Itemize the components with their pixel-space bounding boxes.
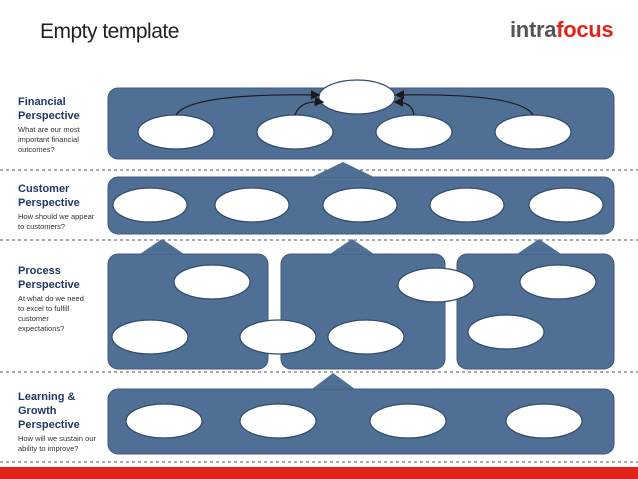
process-bubble-center-bottom-left[interactable] [239,319,317,355]
customer-bubble-5[interactable] [528,187,604,223]
process-perspective-label: Process Perspective At what do we need t… [18,264,90,334]
arrow-up-process-middle [330,239,374,254]
financial-perspective-label: Financial Perspective What are our most … [18,95,98,155]
intrafocus-logo: intrafocus [510,17,614,43]
process-perspective-question: At what do we need to excel to fulfill c… [18,294,84,333]
process-bubble-middle-top[interactable] [397,267,475,303]
page-title: Empty template [40,20,179,43]
customer-bubble-3[interactable] [322,187,398,223]
customer-perspective-question: How should we appear to customers? [18,212,95,231]
arrow-financial-3-to-top [393,97,415,116]
learning-growth-perspective-label: Learning & Growth Perspective How will w… [18,390,104,454]
process-bubble-left-top[interactable] [173,264,251,300]
financial-bubble-3[interactable] [375,114,453,150]
learning-bubble-4[interactable] [505,403,583,439]
customer-bubble-2[interactable] [214,187,290,223]
logo-text-intra: intra [510,17,557,42]
customer-bubble-4[interactable] [429,187,505,223]
learning-growth-perspective-name: Learning & Growth Perspective [18,391,80,431]
arrow-up-learning-to-process [312,373,355,389]
learning-band [107,388,615,455]
arrow-financial-1-to-top [175,90,321,116]
financial-bubble-2[interactable] [256,114,334,150]
process-perspective-name: Process Perspective [18,265,80,291]
arrow-up-process-right [517,239,561,254]
arrow-financial-2-to-top [294,96,325,116]
arrow-up-customer-to-financial [312,162,374,177]
financial-bubble-1[interactable] [137,114,215,150]
process-bubble-right-top[interactable] [519,264,597,300]
financial-perspective-name: Financial Perspective [18,96,80,122]
process-bubble-left-bottom[interactable] [111,319,189,355]
financial-bubble-top[interactable] [318,79,396,115]
customer-perspective-label: Customer Perspective How should we appea… [18,182,100,232]
learning-growth-perspective-question: How will we sustain our ability to impro… [18,434,96,453]
customer-bubble-1[interactable] [112,187,188,223]
logo-text-focus: focus [556,17,614,42]
process-bubble-right-bottom[interactable] [467,314,545,350]
customer-perspective-name: Customer Perspective [18,183,80,209]
footer-accent-bar [0,467,638,479]
financial-bubble-4[interactable] [494,114,572,150]
process-bubble-middle-bottom[interactable] [327,319,405,355]
learning-bubble-3[interactable] [369,403,447,439]
arrow-up-process-left [140,239,184,254]
learning-bubble-2[interactable] [239,403,317,439]
learning-bubble-1[interactable] [125,403,203,439]
arrow-financial-4-to-top [394,90,534,116]
financial-perspective-question: What are our most important financial ou… [18,125,80,154]
